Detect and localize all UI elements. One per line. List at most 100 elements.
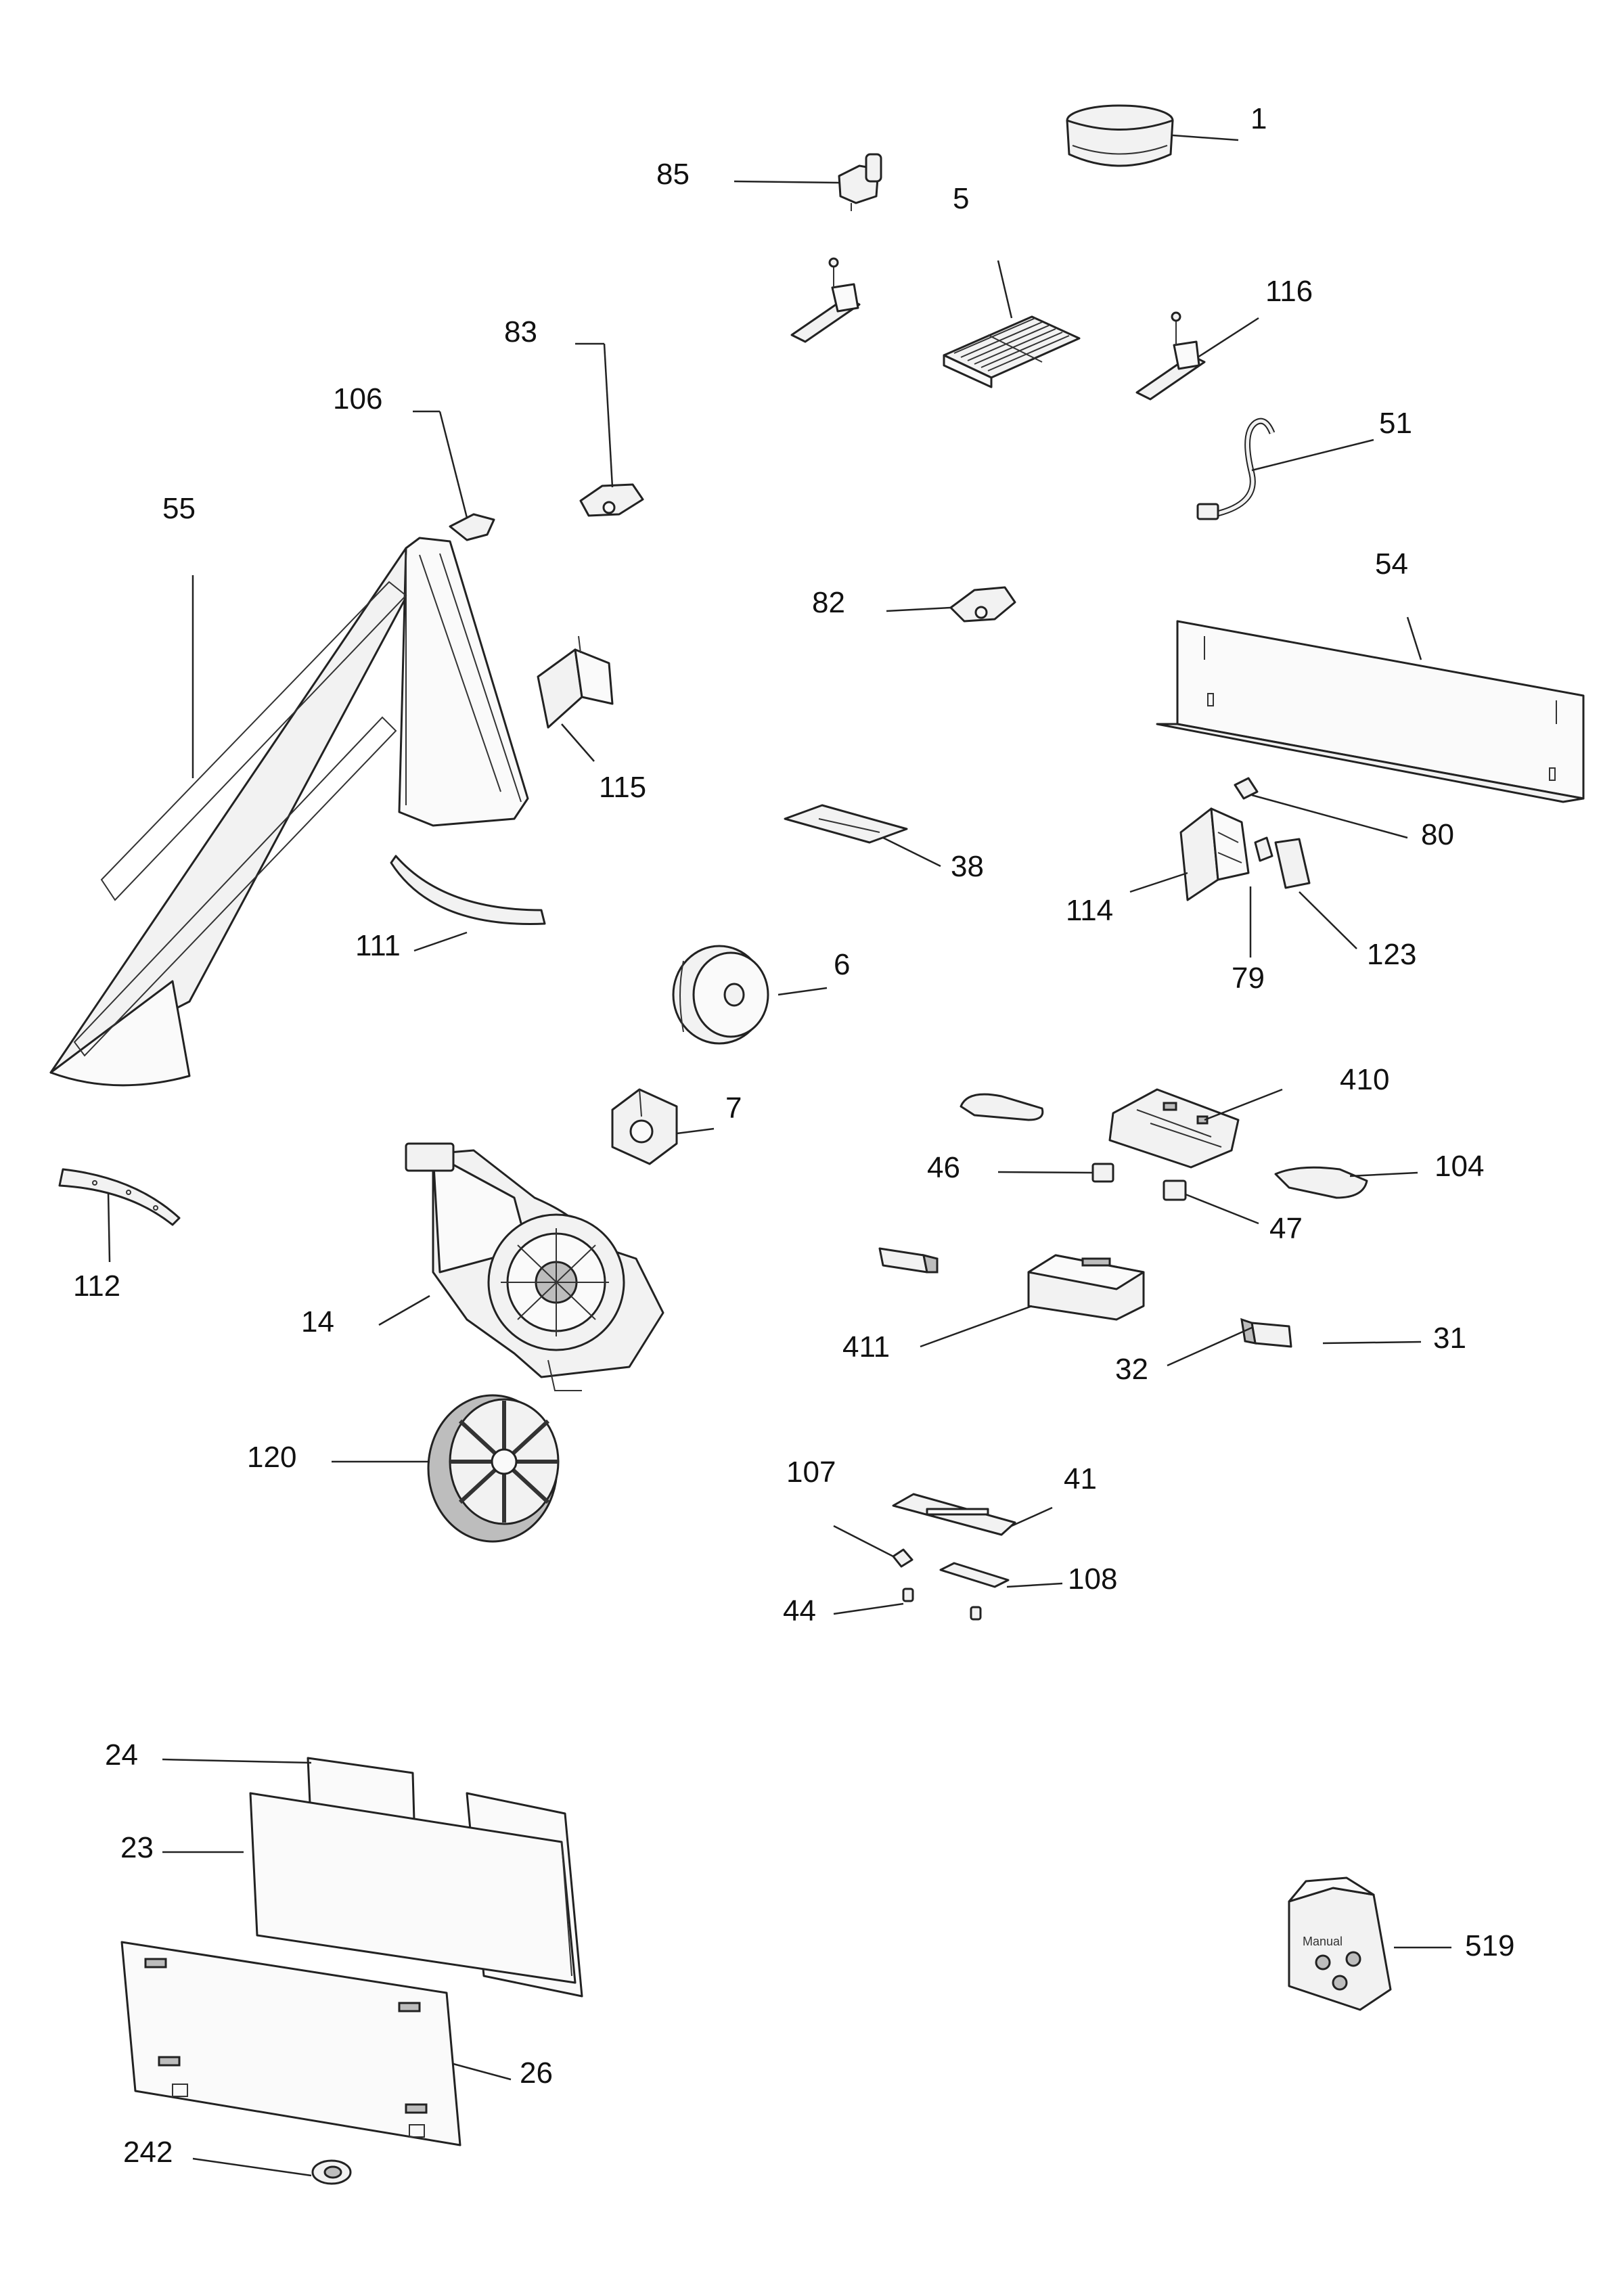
leader-38 <box>882 836 941 868</box>
led-holder-top[interactable] <box>960 1093 1044 1121</box>
part-112-curved-strip[interactable] <box>58 1168 181 1226</box>
part-116-bracket[interactable] <box>1135 311 1206 401</box>
part-46-connector[interactable] <box>1091 1163 1114 1183</box>
callout-123: 123 <box>1367 938 1416 971</box>
leader-44 <box>833 1602 904 1615</box>
callout-111: 111 <box>355 929 401 962</box>
part-411-led-driver[interactable] <box>1027 1254 1145 1321</box>
leader-6 <box>777 987 828 996</box>
part-519-accessory-kit[interactable]: Manual <box>1288 1876 1392 2011</box>
callout-112: 112 <box>73 1269 120 1303</box>
part-104-led-cover[interactable] <box>1274 1166 1368 1199</box>
part-14-blower-housing[interactable] <box>405 1142 664 1391</box>
part-83-clip[interactable] <box>579 483 644 517</box>
leader-46 <box>997 1171 1093 1174</box>
callout-82: 82 <box>812 586 845 619</box>
leader-24 <box>162 1758 312 1764</box>
part-6-impeller[interactable] <box>672 945 769 1045</box>
leader-83b <box>603 343 614 488</box>
callout-120: 120 <box>247 1441 296 1474</box>
callout-1: 1 <box>1250 102 1267 135</box>
part-51-power-cable[interactable] <box>1196 418 1276 520</box>
part-5-filter-tray[interactable] <box>943 315 1081 388</box>
part-38-plate[interactable] <box>784 804 908 844</box>
part-85-fitting[interactable] <box>838 153 882 211</box>
leader-41 <box>1011 1506 1053 1527</box>
callout-54: 54 <box>1375 547 1408 581</box>
part-47-connector[interactable] <box>1163 1179 1187 1201</box>
callout-55: 55 <box>162 492 196 525</box>
leader-51 <box>1251 438 1374 472</box>
leader-31 <box>1322 1341 1422 1345</box>
part-79-switch[interactable] <box>1254 836 1273 862</box>
part-106-bracket[interactable] <box>449 513 495 541</box>
leader-106b <box>438 411 468 518</box>
callout-106: 106 <box>333 382 382 415</box>
part-120-carbon-filter[interactable] <box>427 1394 560 1543</box>
callout-115: 115 <box>599 771 646 804</box>
part-107-button[interactable] <box>892 1548 914 1568</box>
callout-83: 83 <box>504 315 537 348</box>
leader-5 <box>997 260 1013 319</box>
callout-85: 85 <box>656 158 690 191</box>
leader-112 <box>107 1192 111 1263</box>
callout-41: 41 <box>1064 1462 1097 1495</box>
part-41-control-strip[interactable] <box>892 1493 1016 1536</box>
part-115-bracket[interactable] <box>537 635 614 729</box>
part-7-relay[interactable] <box>611 1088 678 1165</box>
part-31-led-lamp[interactable] <box>1240 1318 1292 1348</box>
callout-51: 51 <box>1379 407 1412 440</box>
part-1-duct-collar[interactable] <box>1066 104 1174 167</box>
callout-31: 31 <box>1433 1322 1466 1355</box>
callout-519: 519 <box>1465 1929 1514 1962</box>
callout-116: 116 <box>1265 275 1313 308</box>
callout-6: 6 <box>834 948 850 981</box>
callout-23: 23 <box>120 1831 154 1864</box>
part-80-clip[interactable] <box>1234 777 1259 800</box>
kit-label: Manual <box>1303 1935 1343 1948</box>
leader-80 <box>1251 794 1408 839</box>
callout-410: 410 <box>1340 1063 1389 1096</box>
callout-114: 114 <box>1066 894 1113 927</box>
callout-47: 47 <box>1269 1212 1303 1245</box>
callout-24: 24 <box>105 1738 138 1772</box>
part-123-plate[interactable] <box>1274 838 1311 889</box>
leader-411 <box>920 1305 1033 1348</box>
callout-411: 411 <box>842 1330 890 1364</box>
part-114-bracket[interactable] <box>1179 807 1250 901</box>
callout-242: 242 <box>123 2136 173 2169</box>
leader-47 <box>1185 1193 1259 1225</box>
leader-54 <box>1406 616 1422 660</box>
part-82-clip[interactable] <box>949 586 1016 623</box>
part-111-curved-strip[interactable] <box>390 855 546 925</box>
leader-85 <box>734 180 840 184</box>
leader-123 <box>1299 891 1357 949</box>
bracket-left[interactable] <box>790 257 861 343</box>
callout-104: 104 <box>1435 1150 1484 1183</box>
part-55-canopy-body[interactable] <box>49 537 529 1087</box>
leader-111 <box>413 931 468 952</box>
part-32-led-lamp[interactable] <box>878 1247 939 1274</box>
callout-32: 32 <box>1115 1353 1148 1386</box>
leader-104 <box>1349 1171 1418 1177</box>
callout-80: 80 <box>1421 818 1454 851</box>
part-242-knob[interactable] <box>311 2159 352 2185</box>
callout-7: 7 <box>725 1091 742 1125</box>
callout-14: 14 <box>301 1305 334 1338</box>
leader-7 <box>676 1127 715 1135</box>
leader-242 <box>192 2157 312 2177</box>
part-44-caps[interactable] <box>902 1588 982 1621</box>
part-410-control-board[interactable] <box>1108 1088 1240 1169</box>
callout-38: 38 <box>951 850 984 883</box>
part-108-switch-strip[interactable] <box>939 1562 1010 1588</box>
callout-107: 107 <box>786 1456 836 1489</box>
callout-46: 46 <box>927 1151 960 1184</box>
leader-115 <box>561 723 595 762</box>
leader-26 <box>453 2063 512 2081</box>
callout-44: 44 <box>783 1594 816 1627</box>
leader-1 <box>1172 134 1239 141</box>
part-54-back-rail[interactable] <box>1156 620 1585 803</box>
callout-108: 108 <box>1068 1562 1117 1596</box>
part-23-front-glass[interactable] <box>249 1792 577 1984</box>
part-26-inner-panel[interactable] <box>120 1941 461 2146</box>
